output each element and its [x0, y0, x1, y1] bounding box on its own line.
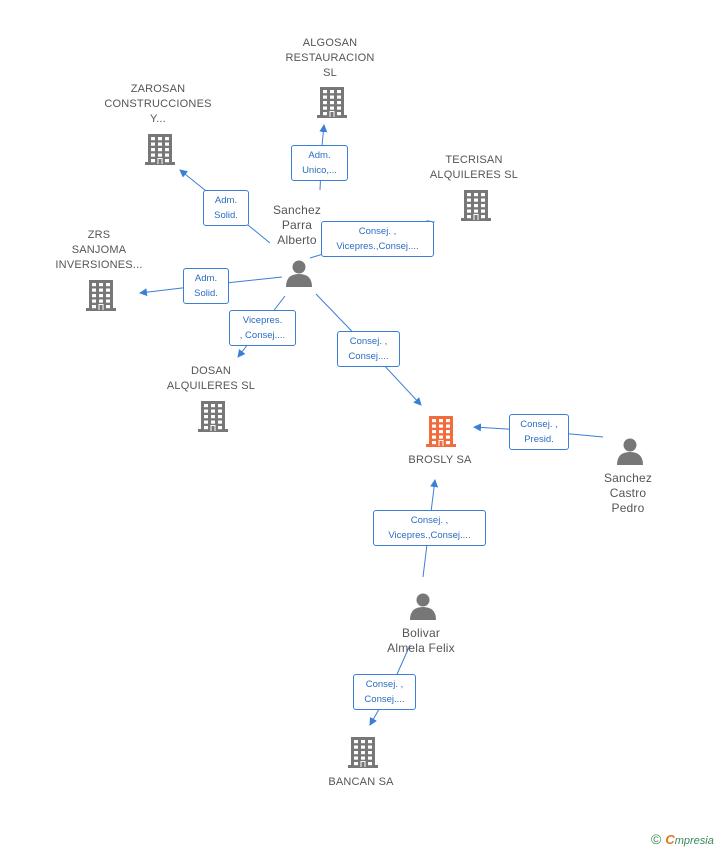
company-label-bancan-line: BANCAN SA: [328, 776, 394, 788]
building-icon-dosan[interactable]: [198, 401, 228, 432]
company-label-zarosan-line: Y...: [150, 113, 166, 125]
company-label-tecrisan-line: ALQUILERES SL: [429, 169, 519, 181]
company-label-brosly-line: BROSLY SA: [408, 454, 472, 466]
relation-label-line: Vicepres.,Consej....: [388, 530, 471, 541]
relation-label-line: Unico,...: [302, 165, 337, 176]
relation-label-line: Vicepres.: [242, 315, 283, 326]
person-label-sanchez-parra-line: Sanchez: [272, 203, 322, 217]
company-label-zrs-line: ZRS: [87, 229, 111, 241]
person-label-sanchez-castro-line: Castro: [609, 486, 647, 500]
relation-label-rel-zrs[interactable]: Adm. Solid.: [183, 268, 229, 304]
relation-label-line: Presid.: [524, 434, 554, 445]
person-label-sanchez-castro-line: Pedro: [611, 501, 645, 515]
relation-label-line: Consej. ,: [349, 336, 388, 347]
relation-label-line: Consej. ,: [358, 226, 397, 237]
building-icon-tecrisan[interactable]: [461, 190, 491, 221]
company-label-bancan: BANCAN SA: [301, 775, 421, 790]
company-label-zrs-line: INVERSIONES...: [55, 259, 143, 271]
relation-label-rel-dosan[interactable]: Vicepres. , Consej....: [229, 310, 296, 346]
building-icon-algosan[interactable]: [317, 87, 347, 118]
person-label-bolivar-line: Bolivar: [401, 626, 441, 640]
building-icon-brosly[interactable]: [426, 416, 456, 447]
relation-label-rel-brosly-parra[interactable]: Consej. , Consej....: [337, 331, 400, 367]
person-label-sanchez-castro-line: Sanchez: [603, 471, 653, 485]
relation-label-rel-brosly-bolivar[interactable]: Consej. , Vicepres.,Consej....: [373, 510, 486, 546]
company-label-dosan: DOSAN ALQUILERES SL: [151, 364, 271, 394]
person-label-bolivar-line: Almela Felix: [387, 641, 455, 655]
person-label-sanchez-parra-line: Alberto: [277, 233, 317, 247]
relation-label-rel-tecrisan[interactable]: Consej. , Vicepres.,Consej....: [321, 221, 434, 257]
relation-label-line: Adm.: [308, 150, 331, 161]
relation-label-rel-algosan[interactable]: Adm. Unico,...: [291, 145, 348, 181]
brand-footer[interactable]: © Cmpresia: [651, 830, 714, 848]
relation-label-line: Consej....: [364, 694, 405, 705]
person-label-sanchez-parra-line: Parra: [281, 218, 313, 232]
building-icon-zarosan[interactable]: [145, 134, 175, 165]
relation-label-line: Solid.: [214, 210, 238, 221]
company-label-algosan-line: SL: [323, 67, 337, 79]
relation-label-line: Consej....: [348, 351, 389, 362]
relation-label-line: Consej. ,: [410, 515, 449, 526]
brand-logo: Cmpresia: [665, 831, 714, 847]
company-label-dosan-line: DOSAN: [190, 365, 232, 377]
company-label-algosan: ALGOSAN RESTAURACION SL: [270, 36, 390, 81]
relation-label-line: Consej. ,: [520, 419, 558, 430]
company-label-tecrisan: TECRISAN ALQUILERES SL: [414, 153, 534, 183]
relation-label-line: , Consej....: [239, 330, 286, 341]
relation-label-line: Adm.: [214, 195, 238, 206]
company-label-brosly: BROSLY SA: [380, 453, 500, 468]
nodes: [86, 87, 643, 768]
relation-label-line: Vicepres.,Consej....: [336, 241, 419, 252]
building-icon-zrs[interactable]: [86, 280, 116, 311]
company-label-dosan-line: ALQUILERES SL: [166, 380, 256, 392]
company-label-zrs: ZRS SANJOMA INVERSIONES...: [39, 228, 159, 273]
company-label-zarosan-line: ZAROSAN: [130, 83, 186, 95]
person-icon-sanchez-parra[interactable]: [286, 260, 312, 288]
company-label-tecrisan-line: TECRISAN: [445, 154, 503, 166]
building-icon-bancan[interactable]: [348, 737, 378, 768]
company-label-zarosan-line: CONSTRUCCIONES: [104, 98, 212, 110]
company-label-algosan-line: RESTAURACION: [285, 52, 375, 64]
person-icon-sanchez-castro[interactable]: [617, 438, 643, 466]
relation-label-rel-brosly-castro[interactable]: Consej. , Presid.: [509, 414, 569, 450]
person-icon-bolivar[interactable]: [410, 593, 436, 621]
company-label-zarosan: ZAROSAN CONSTRUCCIONES Y...: [98, 82, 218, 127]
copyright-icon: ©: [651, 831, 662, 847]
relation-label-line: Solid.: [194, 288, 218, 299]
relation-label-rel-zarosan[interactable]: Adm. Solid.: [203, 190, 249, 226]
company-label-zrs-line: SANJOMA: [71, 244, 127, 256]
relation-label-line: Consej. ,: [365, 679, 404, 690]
company-label-algosan-line: ALGOSAN: [302, 37, 358, 49]
relation-label-rel-bancan[interactable]: Consej. , Consej....: [353, 674, 416, 710]
relation-label-line: Adm.: [194, 273, 218, 284]
